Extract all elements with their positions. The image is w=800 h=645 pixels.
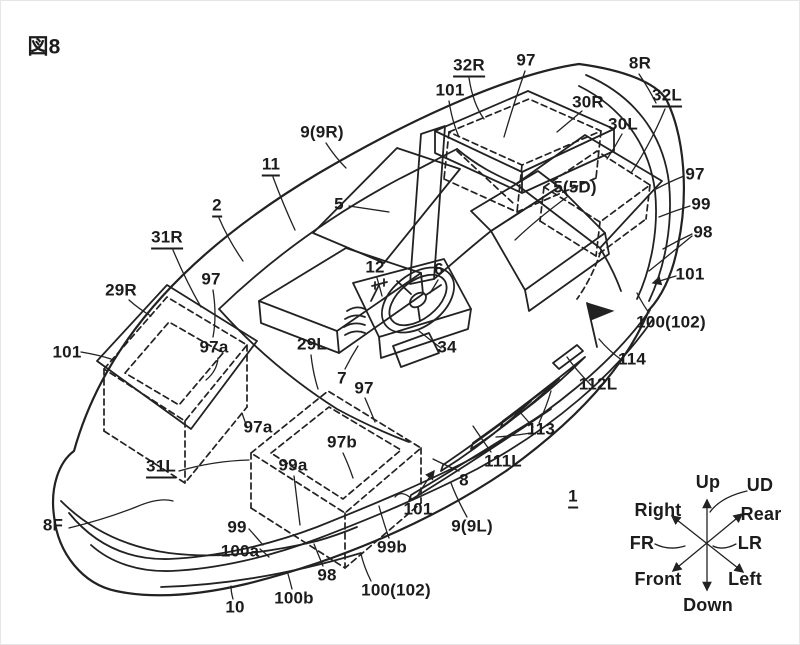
wheel-hub [409,291,427,309]
hatch-rim-31R [96,284,258,430]
box-30L-bottom [539,218,647,257]
hull-seam-100 [160,552,362,588]
hatch-lid-32R [434,90,615,173]
fr-connector [654,543,686,549]
seat-cushion-side [338,272,424,354]
rear-hatch-32L [515,134,663,257]
steering-boot-7 [343,306,366,336]
side-slit-113b [470,378,560,450]
axis-front-rear [671,513,744,572]
lr-connector [712,543,737,549]
cockpit-rim-bottom [218,308,410,443]
front-seat-5 [258,147,461,354]
box-30R-bottom [443,177,597,213]
seat-cushion-top [258,247,422,332]
stern-corner-line [599,247,622,292]
rear-hatch-32R [434,90,615,213]
hidden-deck-edge [456,150,514,204]
wheel-outer-rim [381,266,455,334]
box-29L-top [250,390,422,514]
side-strip-111L [408,408,552,502]
box-30L-depth-3 [645,184,651,220]
box-29R-bottom [103,406,248,484]
wheel-spokes [396,280,442,322]
wheel-inner-rim [388,273,448,327]
seat-backrest [312,147,461,264]
pillar-to-rear-seat [433,230,492,280]
bow-rub-rail [60,500,358,557]
front-hatch-31R [96,284,258,484]
hatch-block-edges [434,128,615,194]
box-30R-depth-1 [443,131,450,180]
deck-edge-line [68,309,651,560]
rear-deck-front-edge [456,148,517,185]
box-29R-top [103,296,248,422]
hull-seam-98 [90,318,654,572]
rear-backrest [470,170,560,232]
hull-outline [52,62,685,597]
side-slit-113c [500,356,586,428]
stern-hidden-edge [576,250,602,300]
steering-wheel-6 [381,266,455,334]
rear-cushion-front [524,232,610,312]
side-step-112L [552,344,584,370]
hull-silhouette [52,62,685,597]
cockpit [218,125,517,443]
box-29L-bottom [250,502,422,569]
box-30R-depth-3 [595,130,602,179]
leader-lines [68,70,693,600]
flag-114 [586,302,615,321]
hatch-lid-32L [515,134,663,249]
throttle-lever-12 [370,278,388,302]
column-bracket [392,332,440,368]
box-30R-top [448,98,602,166]
box-29R-lid-97a [124,321,224,406]
box-29L-lid [270,406,402,500]
stern-molding-2 [578,85,657,300]
ud-connector [709,490,748,513]
seat-cushion-front [258,300,340,354]
console-front [378,308,472,359]
mid-hatch-31L [250,390,422,569]
box-30L-depth-1 [539,186,545,222]
direction-compass [654,490,748,592]
steering-console [343,258,472,368]
side-details [408,302,615,502]
box-30R-depth-2 [516,164,523,213]
rear-seat-5D [470,170,610,312]
